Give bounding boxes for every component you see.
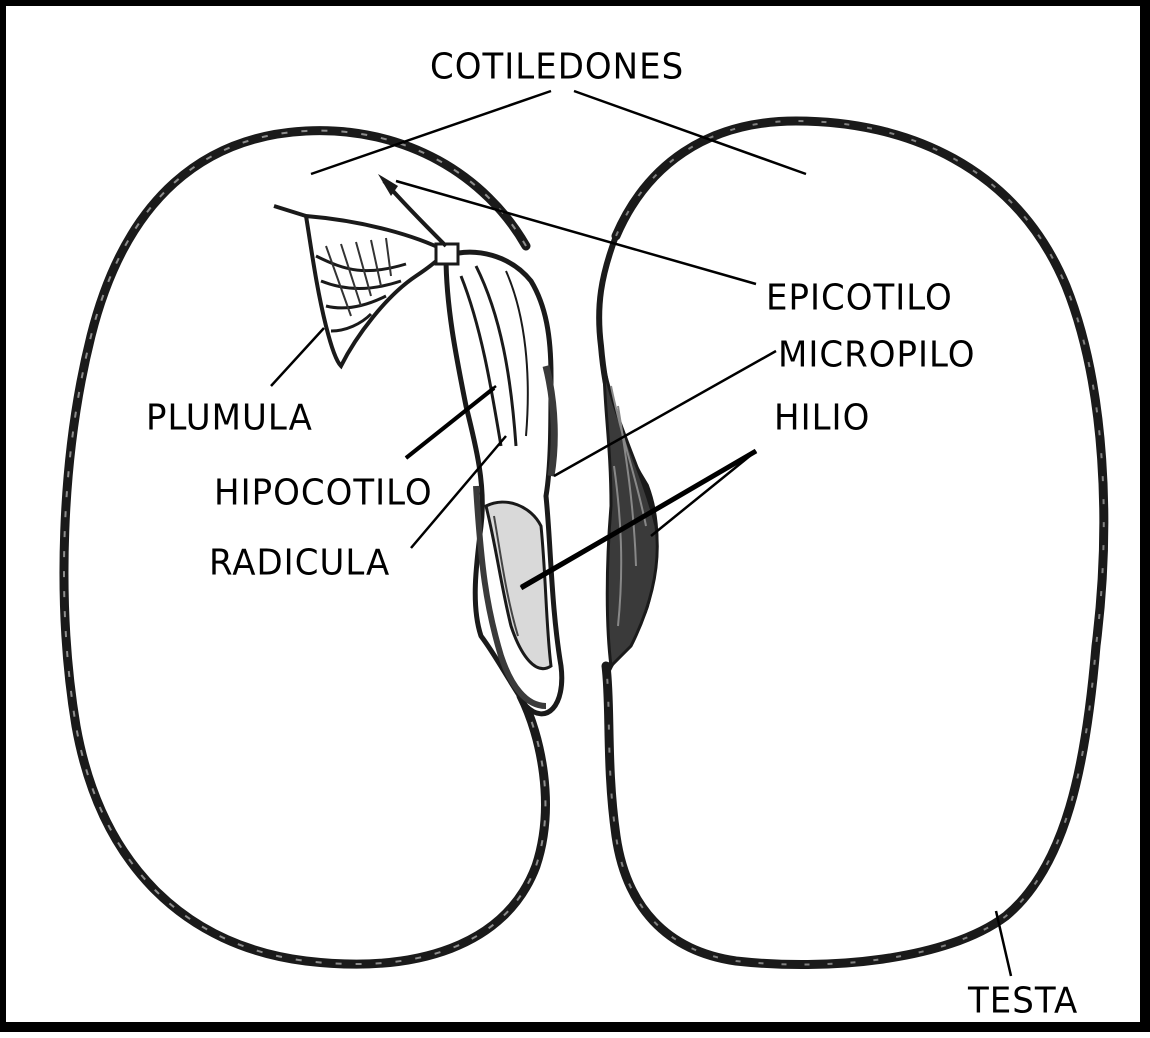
leader-cotiledones-right xyxy=(574,91,806,174)
embryo-axis xyxy=(446,252,562,714)
hilum-band xyxy=(599,236,657,676)
leader-plumula xyxy=(271,328,324,386)
label-micropilo: MICROPILO xyxy=(778,337,976,373)
label-radicula: RADICULA xyxy=(209,545,390,581)
label-cotiledones: COTILEDONES xyxy=(430,49,684,85)
label-testa: TESTA xyxy=(968,983,1078,1019)
right-cotyledon xyxy=(606,121,1104,965)
label-hipocotilo: HIPOCOTILO xyxy=(214,475,433,511)
label-plumula: PLUMULA xyxy=(146,400,313,436)
label-hilio: HILIO xyxy=(774,400,870,436)
leader-hilio-2 xyxy=(651,451,756,536)
bean-seed-illustration xyxy=(6,6,1150,1038)
label-epicotilo: EPICOTILO xyxy=(766,280,953,316)
